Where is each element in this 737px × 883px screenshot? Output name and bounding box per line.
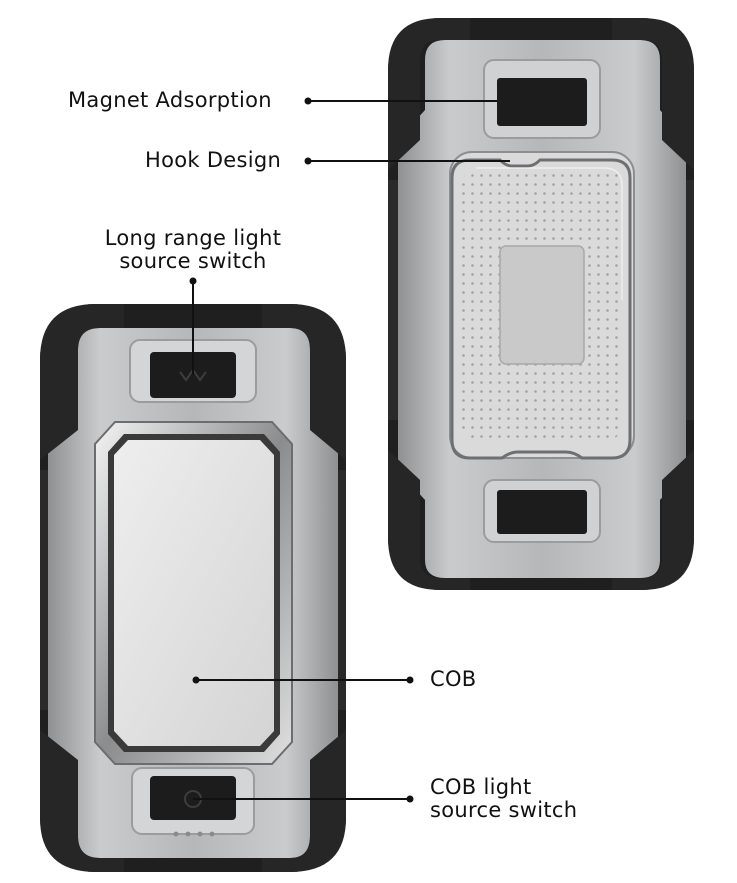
cob-panel-icon [114, 440, 274, 746]
long-range-switch-line2: source switch [119, 249, 267, 273]
hook-design-label: Hook Design [145, 148, 282, 172]
magnet-adsorption-label: Magnet Adsorption [68, 88, 272, 112]
long-range-switch-line1: Long range light [104, 226, 282, 250]
hook-icon [450, 158, 632, 460]
cob-switch-line1: COB light [430, 775, 532, 799]
cob-label: COB [430, 667, 477, 691]
magnet-pointer-dot [304, 97, 312, 105]
indicator-dots-icon [173, 831, 215, 837]
cob-switch-line2: source switch [430, 798, 578, 822]
front-view [40, 304, 346, 872]
hook-pointer-dot [304, 157, 312, 165]
long-range-pointer-dot [189, 277, 197, 285]
bottom-magnet-pad-icon [497, 490, 587, 534]
cob-switch-pointer-dot [406, 795, 414, 803]
cob-switch-label: COB light source switch [430, 776, 577, 822]
back-view [388, 18, 694, 590]
callout-pointers [189, 97, 510, 803]
magnet-pad-icon [497, 78, 587, 126]
cob-pointer-dot [406, 676, 414, 684]
long-range-switch-label: Long range light source switch [93, 227, 293, 273]
